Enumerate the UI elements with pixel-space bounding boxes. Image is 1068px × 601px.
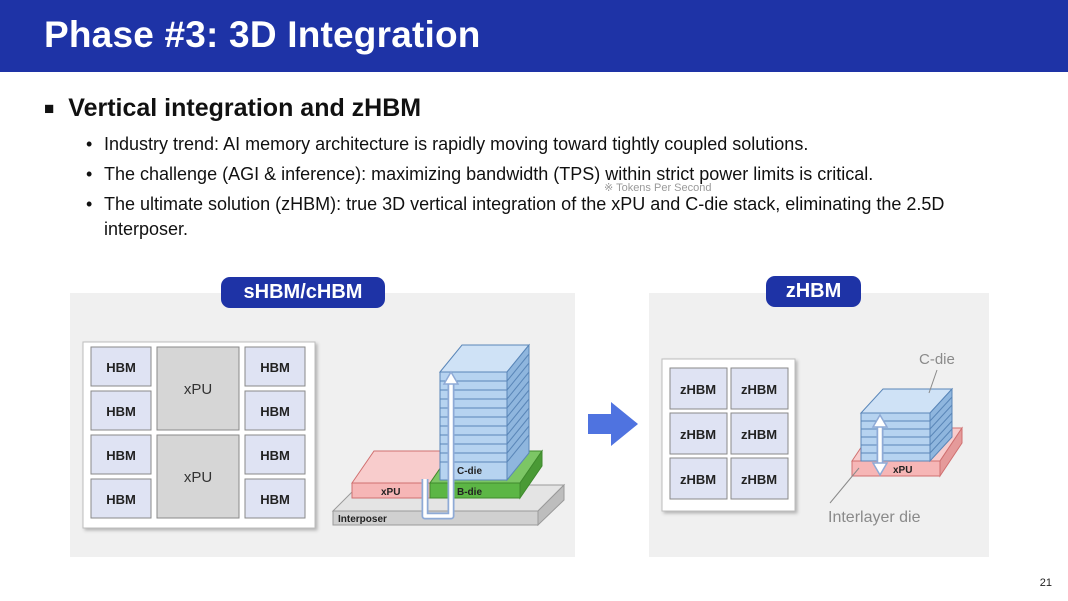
zhbm-block: zHBM [730,457,789,500]
vertical-bidirectional-arrow-icon [871,413,889,477]
label-zhbm: zHBM [766,276,861,307]
bullet-text: The ultimate solution (zHBM): true 3D ve… [104,194,945,239]
xpu-block: xPU [156,346,240,431]
svg-text:xPU: xPU [381,487,400,498]
bullet-dot-icon: • [86,164,93,184]
svg-text:zHBM: zHBM [680,382,716,397]
zhbm-block: zHBM [669,367,728,410]
svg-text:C-die: C-die [457,466,482,477]
transition-arrow-icon [588,402,638,446]
svg-text:HBM: HBM [106,492,136,507]
title-bar: Phase #3: 3D Integration [0,0,1068,72]
svg-text:C-die: C-die [919,351,955,368]
svg-text:zHBM: zHBM [741,427,777,442]
svg-text:HBM: HBM [106,448,136,463]
svg-text:HBM: HBM [260,360,290,375]
page-number: 21 [1039,577,1052,589]
bullet-text: The challenge (AGI & inference): maximiz… [104,164,874,184]
data-path-arrow-icon [421,370,460,520]
svg-text:HBM: HBM [260,492,290,507]
zhbm-block: zHBM [730,412,789,455]
svg-text:HBM: HBM [260,448,290,463]
svg-text:zHBM: zHBM [741,382,777,397]
c-die-stack [859,387,954,463]
hbm-block: HBM [90,478,152,519]
zhbm-block: zHBM [730,367,789,410]
hbm-block: HBM [244,478,306,519]
svg-text:HBM: HBM [106,360,136,375]
bullet-list: • Industry trend: AI memory architecture… [86,132,1016,247]
svg-text:zHBM: zHBM [680,472,716,487]
hbm-block: HBM [90,434,152,475]
hbm-block: HBM [244,434,306,475]
interlayer-die-callout: Interlayer die [828,467,921,526]
section-heading: ■ Vertical integration and zHBM [44,94,421,123]
svg-text:HBM: HBM [260,404,290,419]
svg-text:zHBM: zHBM [680,427,716,442]
footnote: ※ Tokens Per Second [604,182,712,194]
bullet-dot-icon: • [86,194,93,214]
svg-text:Interposer: Interposer [338,514,387,525]
page-title: Phase #3: 3D Integration [44,14,481,55]
svg-text:HBM: HBM [106,404,136,419]
hbm-block: HBM [244,346,306,387]
bullet-item: • Industry trend: AI memory architecture… [86,132,1016,157]
svg-text:Interlayer die: Interlayer die [828,509,921,526]
xpu-block: xPU [156,434,240,519]
svg-text:B-die: B-die [457,487,482,498]
bullet-item: • The ultimate solution (zHBM): true 3D … [86,192,1016,242]
xpu-die: xPU [351,450,453,499]
hbm-block: HBM [90,390,152,431]
svg-text:xPU: xPU [184,381,212,398]
bullet-dot-icon: • [86,134,93,154]
svg-text:xPU: xPU [184,469,212,486]
hbm-block: HBM [90,346,152,387]
svg-text:zHBM: zHBM [741,472,777,487]
c-die-callout: C-die [919,351,955,394]
zhbm-block: zHBM [669,457,728,500]
bullet-item: • The challenge (AGI & inference): maxim… [86,162,1016,187]
zhbm-block: zHBM [669,412,728,455]
square-bullet-icon: ■ [44,98,55,118]
bullet-text: Industry trend: AI memory architecture i… [104,134,809,154]
hbm-block: HBM [244,390,306,431]
svg-text:xPU: xPU [893,465,912,476]
label-shbm-chbm: sHBM/cHBM [221,277,385,308]
section-heading-text: Vertical integration and zHBM [68,94,422,122]
